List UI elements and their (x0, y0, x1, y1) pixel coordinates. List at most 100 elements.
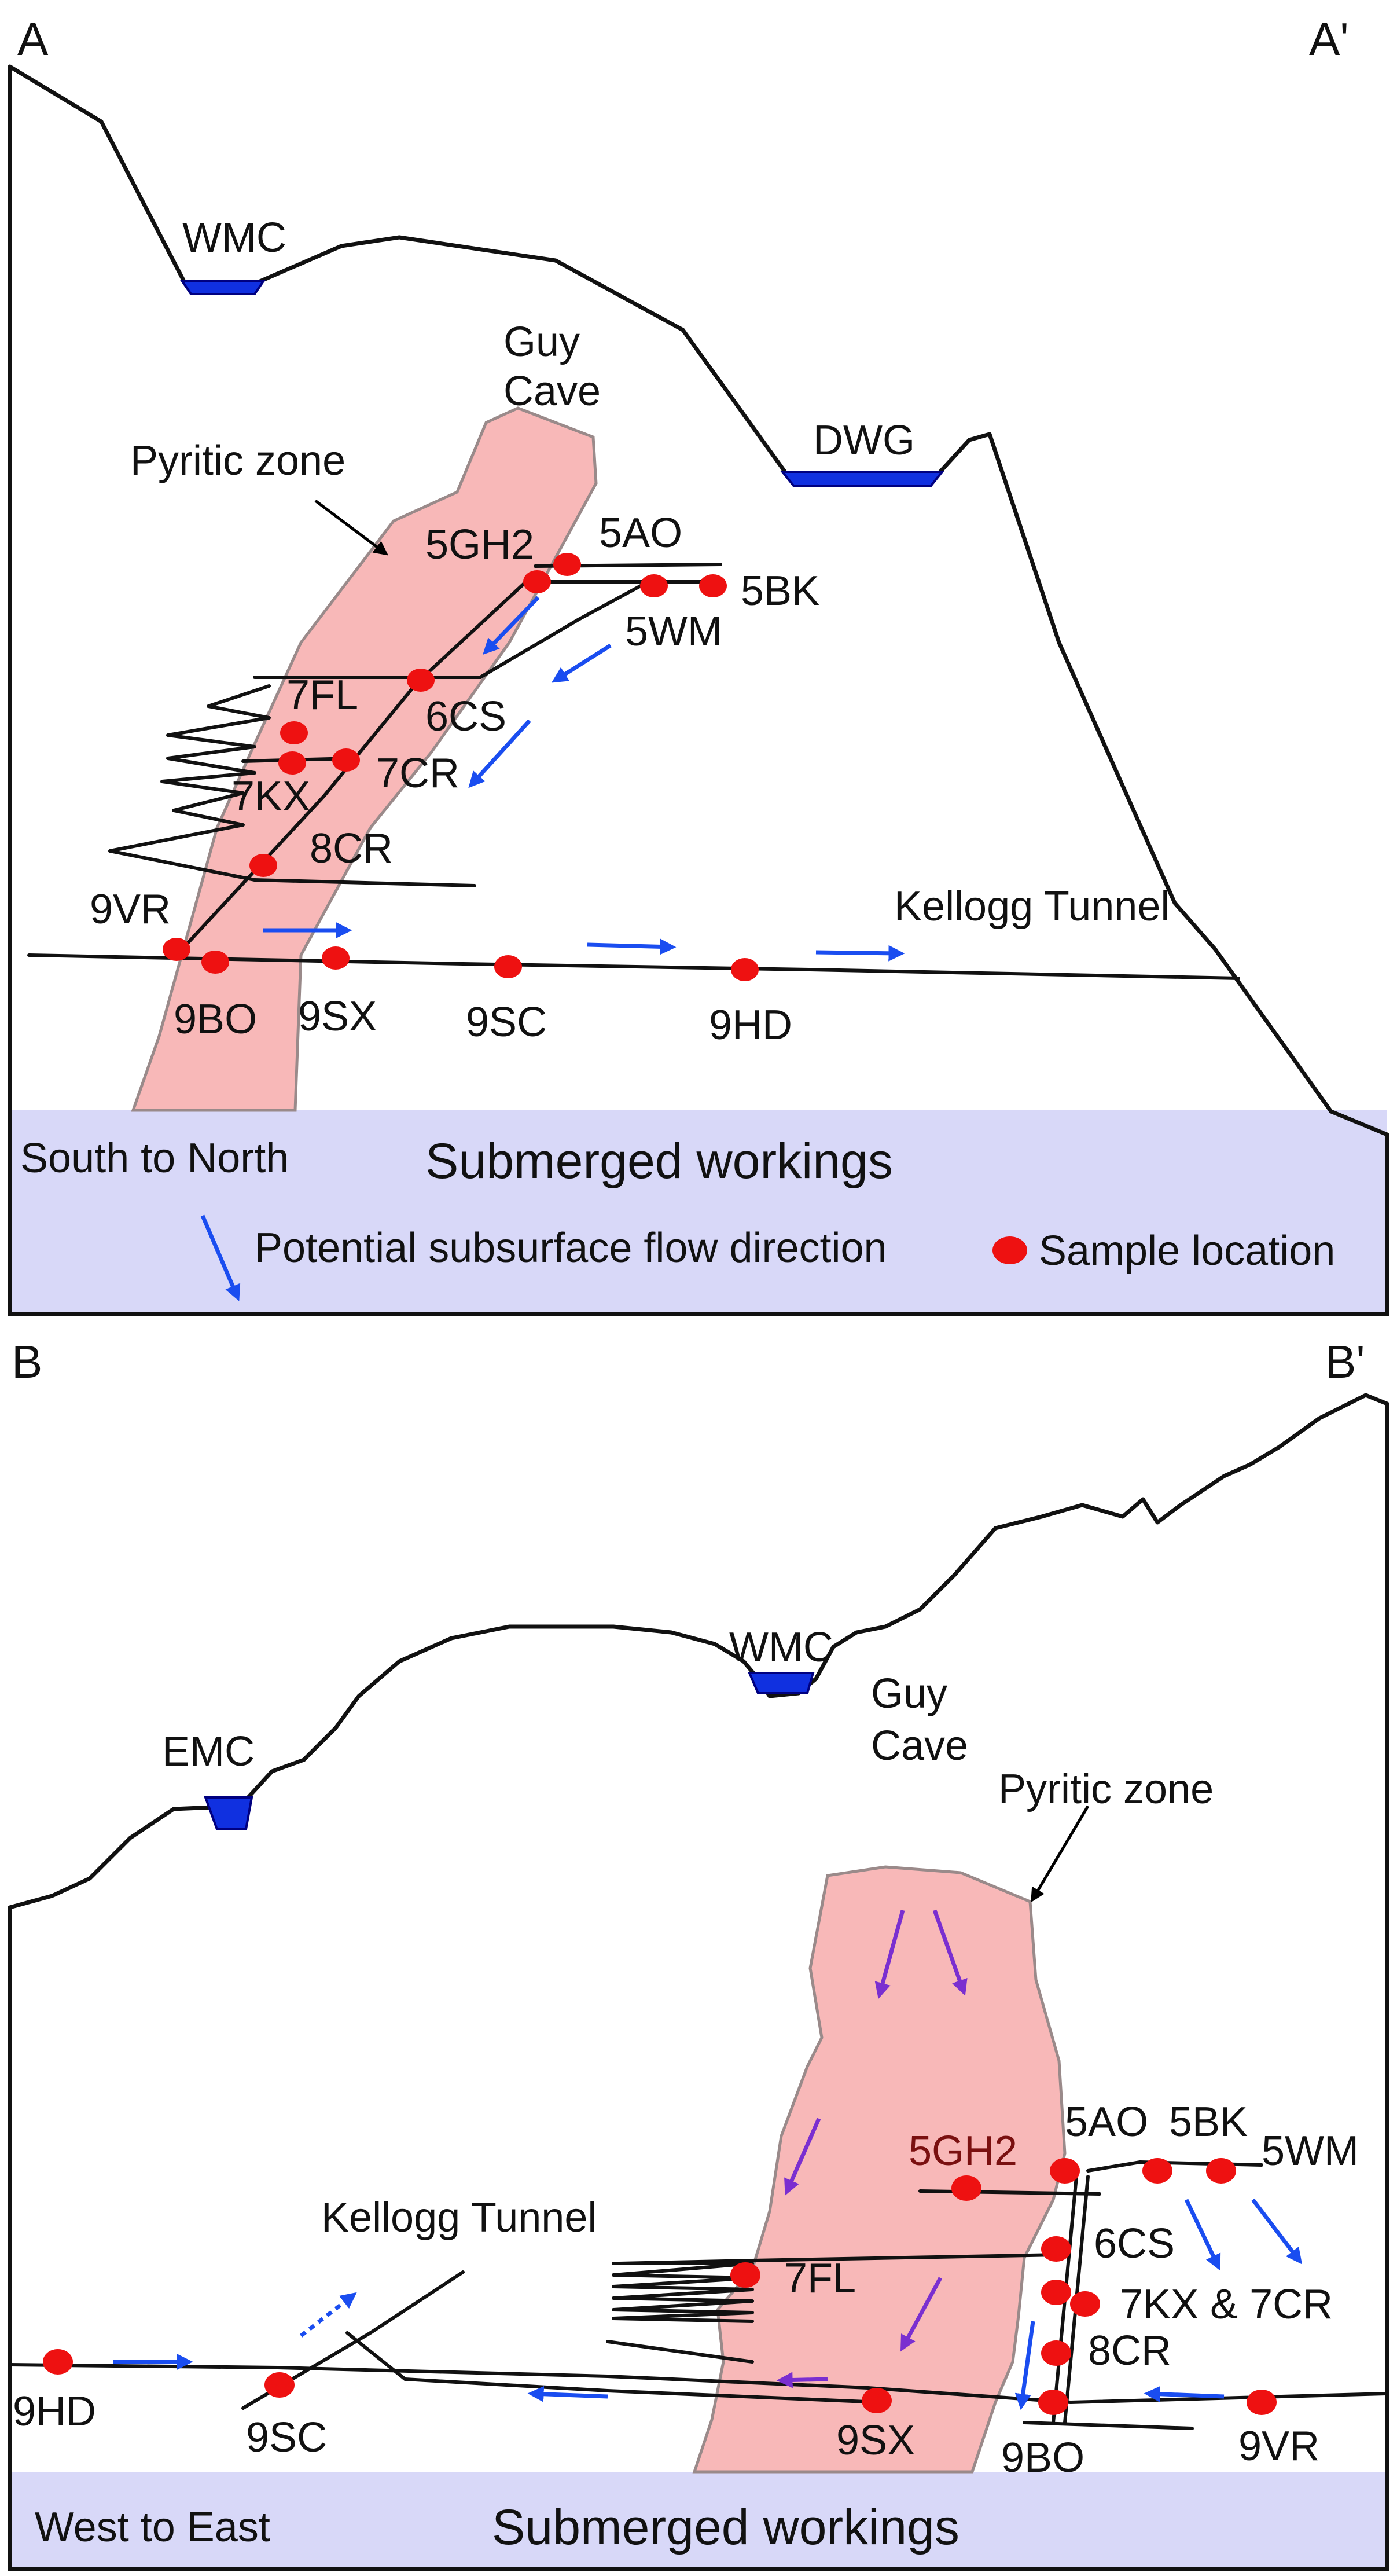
kellogg-tunnel-label-b: Kellogg Tunnel (321, 2195, 597, 2241)
emc-label-b: EMC (162, 1729, 255, 1775)
sample-dot-9vr (1247, 2390, 1277, 2415)
sample-dot-6cs (1041, 2236, 1071, 2262)
sample-dot-5bk (1142, 2158, 1172, 2184)
sample-dot-7cr (1070, 2291, 1100, 2317)
sample-label-5gh2: 5GH2 (909, 2128, 1017, 2174)
sample-dot-5ao (1050, 2158, 1080, 2184)
orientation-label-a: South to North (20, 1135, 289, 1181)
ground-surface-b (8, 1393, 1389, 1910)
panel-a-frame (8, 67, 1389, 1316)
sample-label-9sc: 9SC (246, 2414, 327, 2461)
submerged-workings-label-a: Submerged workings (425, 1133, 893, 1189)
stope-workings-a (108, 684, 271, 882)
legend-sample-dot (992, 1236, 1027, 1264)
flow-arrow (468, 719, 531, 788)
emc-water-b (204, 1796, 253, 1830)
sample-dot-9bo (201, 951, 229, 974)
flow-arrow (587, 938, 677, 955)
sample-dot-8cr (1041, 2340, 1071, 2366)
zone-flow-arrow (784, 2118, 821, 2196)
section-label-b: B (12, 1336, 42, 1388)
sample-label-5gh2: 5GH2 (425, 522, 534, 568)
sample-label-7kx-7cr: 7KX & 7CR (1120, 2281, 1333, 2328)
wmc-water-a (180, 280, 266, 295)
sample-dot-7fl (730, 2262, 760, 2288)
pyritic-zone-label-b: Pyritic zone (998, 1766, 1214, 1812)
sample-label-7fl: 7FL (784, 2255, 856, 2302)
panel-a: A A' WMC DWG Guy Cave Pyritic zone 5GH2 … (8, 13, 1389, 1316)
sample-label-9bo: 9BO (174, 996, 257, 1043)
sample-dot-9sc (494, 955, 522, 978)
panel-b: B B' EMC WMC Guy Cave Pyritic zone Kello… (8, 1336, 1389, 2571)
guy-cave-label-b: Cave (871, 1723, 968, 1769)
sample-label-9sx: 9SX (836, 2417, 915, 2464)
sample-dot-5gh2 (951, 2175, 981, 2201)
level-9-lower-b (345, 2331, 881, 2404)
guy-cave-label-b: Guy (871, 1671, 947, 1717)
sample-dot-7fl (280, 721, 308, 744)
sample-label-9vr: 9VR (90, 886, 171, 933)
flow-arrow (551, 644, 612, 683)
sample-label-5ao: 5AO (599, 510, 682, 556)
sample-dot-9sc (264, 2372, 295, 2398)
level-9-b (276, 2366, 1388, 2404)
level-5-b (918, 2189, 1101, 2196)
flow-arrow (815, 945, 905, 962)
flow-arrow (1251, 2198, 1303, 2265)
sample-label-9vr: 9VR (1238, 2423, 1319, 2469)
orientation-label-b: West to East (35, 2504, 270, 2551)
pyritic-zone-label-a: Pyritic zone (130, 438, 345, 484)
level-8-a (253, 878, 476, 887)
sample-dot-9bo (1038, 2390, 1068, 2415)
flow-arrow (1014, 2321, 1035, 2410)
pyritic-zone-area (131, 406, 598, 1112)
sample-label-5ao: 5AO (1065, 2099, 1148, 2145)
level-9-east-b (1023, 2421, 1194, 2430)
sample-dot-5wm (640, 574, 668, 597)
section-label-b-prime: B' (1325, 1336, 1365, 1388)
flow-arrow (527, 2386, 608, 2402)
kellogg-tunnel-level-a (27, 953, 1240, 980)
sample-dot-5gh2 (523, 570, 551, 593)
sample-dot-7kx (278, 751, 306, 775)
flow-arrow (1144, 2386, 1225, 2402)
sample-dot-7cr (332, 748, 360, 772)
guy-cave-label-a: Guy (503, 319, 580, 365)
wmc-label-a: WMC (182, 215, 286, 261)
wmc-water-b (747, 1672, 815, 1694)
sample-label-9bo: 9BO (1001, 2435, 1084, 2481)
submerged-workings-label-b: Submerged workings (492, 2500, 959, 2555)
sample-dot-6cs (407, 669, 435, 692)
sample-dot-7kx (1041, 2280, 1071, 2305)
level-5wm-drift-a (479, 580, 650, 679)
sample-dot-8cr (249, 854, 277, 877)
submerged-workings-area (10, 2472, 1387, 2569)
kellogg-tunnel-label-a: Kellogg Tunnel (894, 883, 1170, 930)
sample-dot-5ao (553, 553, 581, 576)
sample-label-5bk: 5BK (1169, 2099, 1248, 2145)
submerged-workings-area (10, 1110, 1387, 1314)
sample-label-5wm: 5WM (625, 608, 722, 655)
guy-cave-label-a: Cave (503, 368, 601, 414)
pyritic-zone-area (692, 1865, 1067, 2474)
sample-dot-9hd (43, 2349, 73, 2375)
legend-flow-arrow (200, 1214, 241, 1301)
sample-dot-9sx (322, 946, 350, 970)
sample-dot-5bk (699, 574, 727, 597)
sample-dot-9hd (731, 958, 759, 981)
dwg-water-a (780, 471, 945, 487)
sample-dot-9sx (862, 2388, 892, 2413)
sample-label-7cr: 7CR (376, 750, 459, 797)
flow-arrow-dashed (299, 2292, 357, 2338)
zone-flow-arrow (776, 2372, 828, 2388)
zone-flow-arrow (874, 1910, 905, 1999)
legend-flow-label: Potential subsurface flow direction (255, 1225, 887, 1271)
sample-label-6cs: 6CS (425, 693, 506, 740)
sample-dot-9vr (163, 938, 190, 961)
stope-workings-b (612, 2262, 754, 2323)
level-8-b (606, 2340, 754, 2364)
inclined-shaft-a (175, 571, 537, 957)
sample-label-9hd: 9HD (709, 1002, 792, 1048)
sample-label-9hd: 9HD (13, 2388, 96, 2435)
